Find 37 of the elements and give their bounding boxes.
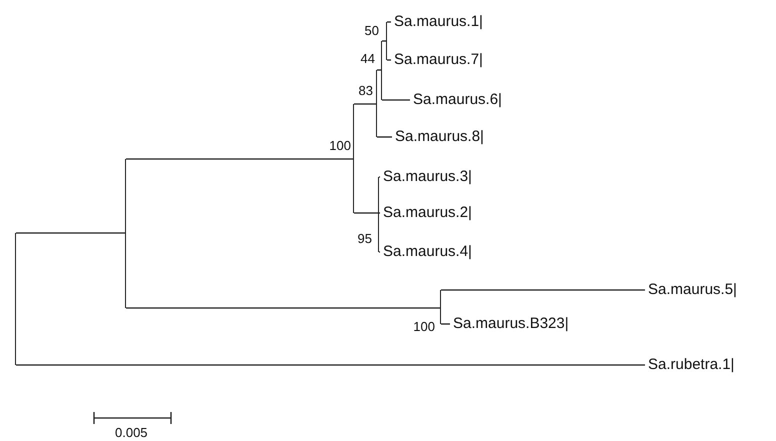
- tree-branch: [379, 251, 380, 253]
- bootstrap-value: 44: [360, 51, 375, 66]
- tree-branch: [382, 99, 410, 101]
- tree-branch: [16, 364, 645, 366]
- scale-value: 0.005: [115, 425, 148, 440]
- branch-line: [124, 159, 126, 308]
- bootstrap-value: 95: [358, 231, 372, 246]
- taxon-label: Sa.maurus.4|: [380, 243, 472, 261]
- tree-branch: [354, 103, 376, 105]
- bootstrap-value: 83: [358, 83, 373, 98]
- tree-branch: [354, 212, 378, 214]
- branch-line: [376, 70, 377, 137]
- taxon-label: Sa.maurus.B323|: [450, 315, 569, 333]
- tree-branch: [16, 232, 125, 234]
- taxon-label: Sa.maurus.5|: [645, 281, 737, 299]
- bootstrap-value: 50: [364, 23, 379, 38]
- bootstrap-value: 100: [413, 319, 435, 334]
- taxon-label: Sa.maurus.6|: [410, 91, 502, 109]
- branch-line: [386, 22, 387, 60]
- taxon-label: Sa.maurus.7|: [391, 51, 483, 69]
- taxon-label: Sa.rubetra.1|: [645, 356, 734, 374]
- tree-branch: [126, 158, 353, 160]
- tree-branch: [377, 136, 392, 138]
- branch-line: [440, 290, 441, 324]
- tree-branch: [126, 307, 440, 309]
- branch-line: [378, 177, 379, 252]
- taxon-label: Sa.maurus.1|: [391, 13, 483, 31]
- branch-line: [380, 41, 382, 100]
- taxon-label: Sa.maurus.8|: [392, 128, 484, 146]
- tree-branch: [379, 212, 380, 214]
- taxon-label: Sa.maurus.2|: [380, 204, 472, 222]
- branch-line: [352, 104, 354, 213]
- branch-line: [14, 233, 16, 365]
- tree-branch: [441, 289, 645, 291]
- taxon-label: Sa.maurus.3|: [380, 168, 472, 186]
- tree-branch: [379, 176, 380, 178]
- bootstrap-value: 100: [329, 138, 351, 153]
